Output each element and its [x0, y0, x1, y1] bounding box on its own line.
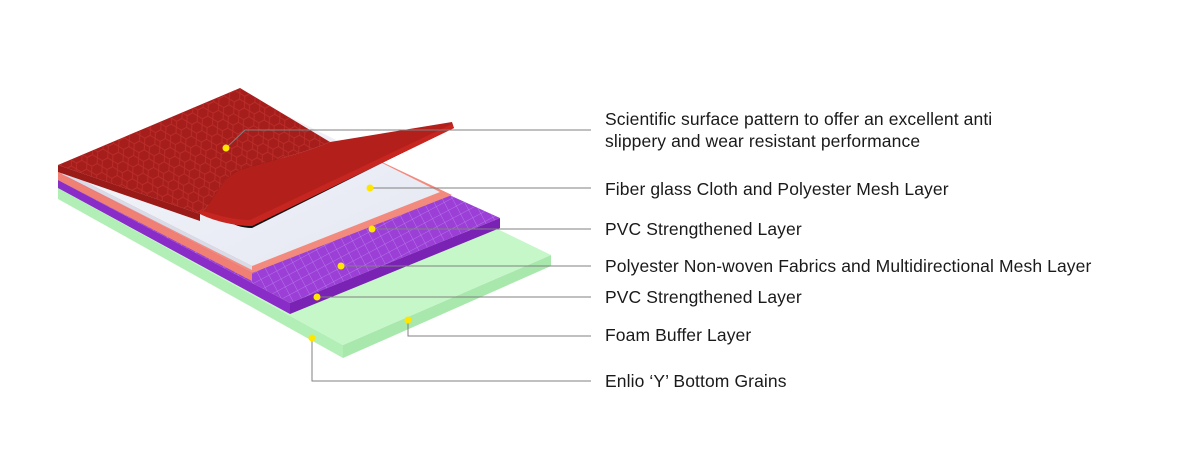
- marker-foam: [404, 316, 412, 324]
- marker-pvc-2: [313, 293, 321, 301]
- marker-fiber: [366, 184, 374, 192]
- label-bottom-grains: Enlio ‘Y’ Bottom Grains: [605, 371, 787, 391]
- label-pvc-strengthened-2: PVC Strengthened Layer: [605, 287, 802, 307]
- label-surface-line2: slippery and wear resistant performance: [605, 131, 921, 151]
- surface-layer-side: [58, 165, 200, 221]
- label-fiber-glass: Fiber glass Cloth and Polyester Mesh Lay…: [605, 179, 949, 199]
- markers: [222, 144, 412, 342]
- foam-layer-side: [58, 188, 343, 358]
- leader-line-foam: [407, 320, 591, 337]
- marker-bottom: [308, 334, 316, 342]
- surface-layer: [58, 88, 454, 226]
- fiber-layer-side: [62, 170, 252, 270]
- label-polyester-mesh: Polyester Non-woven Fabrics and Multidir…: [605, 256, 1092, 276]
- marker-surface: [222, 144, 230, 152]
- mesh-layer-side: [58, 180, 290, 314]
- label-pvc-strengthened-1: PVC Strengthened Layer: [605, 219, 802, 239]
- leader-lines: [225, 129, 591, 382]
- marker-pvc-1: [368, 225, 376, 233]
- pvc-layer-side: [58, 172, 252, 281]
- surface-curl: [200, 122, 454, 226]
- foam-layer-front: [343, 255, 551, 358]
- label-surface-line1: Scientific surface pattern to offer an e…: [605, 109, 993, 129]
- leader-line-bottom: [311, 338, 591, 382]
- label-foam-buffer: Foam Buffer Layer: [605, 325, 752, 345]
- label-surface-pattern: Scientific surface pattern to offer an e…: [605, 108, 992, 152]
- marker-mesh: [337, 262, 345, 270]
- surface-hex-texture: [58, 88, 330, 214]
- leader-line-surface: [225, 129, 591, 149]
